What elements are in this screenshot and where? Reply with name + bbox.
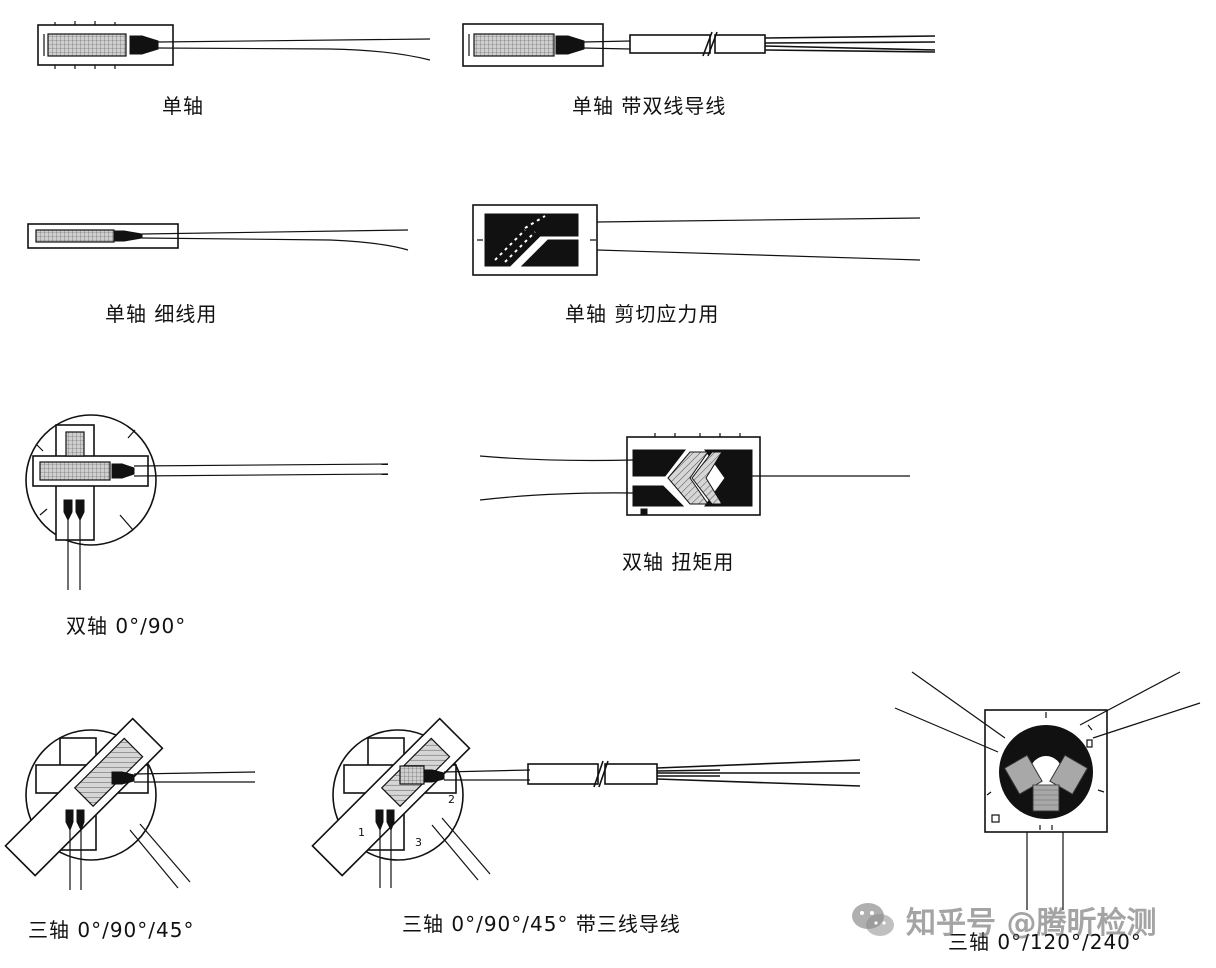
caption-uniaxial-twin-lead: 单轴 带双线导线 (572, 94, 727, 118)
gauge-uniaxial (37, 21, 431, 69)
wechat-icon (852, 903, 894, 936)
caption-biaxial-torque: 双轴 扭矩用 (622, 550, 735, 574)
rosette-number-1: 1 (358, 826, 365, 839)
watermark-text: 知乎号 @腾昕检测 (906, 906, 1157, 941)
caption-uniaxial-fine-wire: 单轴 细线用 (105, 302, 218, 326)
caption-uniaxial-shear: 单轴 剪切应力用 (565, 302, 720, 326)
watermark: 知乎号 @腾昕检测 (850, 900, 1157, 941)
rosette-number-2: 2 (448, 793, 455, 806)
caption-triaxial-0-90-45: 三轴 0°/90°/45° (28, 918, 195, 942)
gauge-triaxial-three-lead: 1 2 3 (311, 717, 861, 888)
gauge-biaxial-torque (479, 433, 910, 516)
caption-uniaxial: 单轴 (162, 94, 204, 118)
rosette-number-3: 3 (415, 836, 422, 849)
caption-triaxial-three-lead: 三轴 0°/90°/45° 带三线导线 (402, 912, 681, 936)
gauge-uniaxial-shear (472, 204, 921, 276)
caption-triaxial-0-120-240: 三轴 0°/120°/240° (948, 930, 1142, 954)
gauge-uniaxial-fine-wire (27, 223, 409, 251)
gauge-triaxial-0-90-45 (4, 717, 256, 890)
caption-biaxial-0-90: 双轴 0°/90° (66, 614, 187, 638)
gauge-biaxial-0-90 (25, 414, 389, 590)
gauge-triaxial-0-120-240 (894, 671, 1201, 910)
gauge-uniaxial-twin-lead (462, 23, 936, 67)
